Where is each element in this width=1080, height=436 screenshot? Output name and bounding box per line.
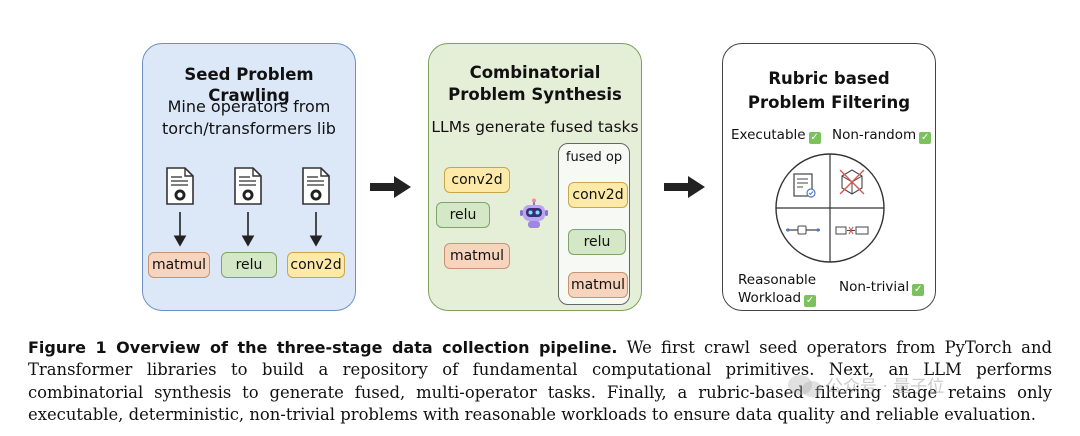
dice-crossed-icon [839,169,865,195]
check-icon: ✓ [804,295,817,307]
input-op-matmul: matmul [444,243,510,269]
filtering-title-2: Problem Filtering [747,93,911,112]
criterion-executable-label: Executable [731,127,806,143]
llm-robot-icon [520,198,548,228]
watermark-logo [788,375,822,397]
workload-slider-icon [786,225,820,235]
fused-op-label: fused op [565,150,623,165]
criterion-executable: Executable✓ [731,127,821,144]
seed-op-relu: relu [221,252,277,278]
source-file-icon [234,167,262,205]
stage-arrow-1 [370,176,411,198]
criterion-non-random-label: Non-random [832,127,917,143]
fused-op-conv2d: conv2d [568,182,628,208]
criterion-non-random: Non-random✓ [832,127,932,144]
seed-op-conv2d: conv2d [287,252,345,278]
executable-doc-icon [793,173,816,198]
seed-crawling-subtitle-1: Mine operators from [167,97,331,116]
caption-lead: Figure 1 Overview of the three-stage dat… [28,338,618,357]
criterion-reasonable-label: Reasonable [738,272,817,288]
seed-op-matmul: matmul [148,252,210,278]
input-op-conv2d: conv2d [444,167,510,193]
criterion-workload-label: Workload [738,290,802,306]
input-op-relu: relu [436,202,490,228]
criterion-reasonable-workload: Reasonable Workload✓ [738,272,816,307]
seed-crawling-title: Seed Problem Crawling [184,65,314,105]
criterion-non-trivial: Non-trivial✓ [839,279,925,296]
watermark-text: 公众号 · 量子位 [826,377,945,397]
synthesis-title-1: Combinatorial [469,63,601,82]
source-file-icon [166,167,194,205]
synthesis-subtitle: LLMs generate fused tasks [431,118,639,136]
source-file-icon [302,167,330,205]
non-trivial-icon [835,226,869,235]
caption-body: We first crawl seed operators from PyTor… [28,338,1052,425]
check-icon: ✓ [919,132,932,144]
criterion-non-trivial-label: Non-trivial [839,279,910,295]
synthesis-title-2: Problem Synthesis [448,85,622,104]
check-icon: ✓ [912,284,925,296]
filtering-title-1: Rubric based [768,69,890,88]
check-icon: ✓ [808,132,821,144]
fused-op-relu: relu [568,229,626,255]
fused-op-matmul: matmul [568,272,628,298]
figure-caption: Figure 1 Overview of the three-stage dat… [28,337,1052,427]
seed-crawling-subtitle-2: torch/transformers lib [162,119,336,138]
stage-arrow-2 [664,176,705,198]
rubric-circle [775,153,885,263]
